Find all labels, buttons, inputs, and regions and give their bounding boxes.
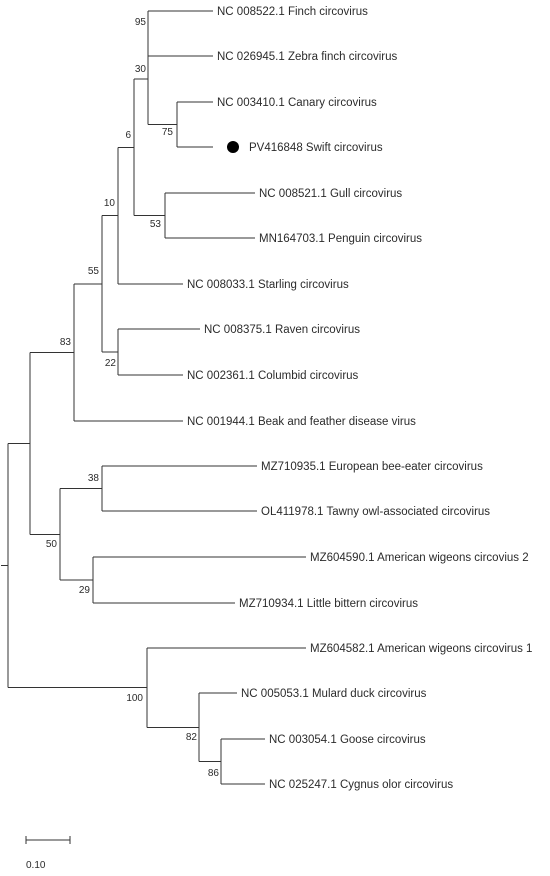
- leaf-label-cygnus: NC 025247.1 Cygnus olor circovirus: [269, 779, 453, 791]
- leaf-label-mulard-duck: NC 005053.1 Mulard duck circovirus: [241, 688, 427, 700]
- bootstrap-value: 86: [208, 768, 220, 779]
- bootstrap-value: 29: [79, 585, 91, 596]
- bootstrap-value: 30: [135, 64, 147, 75]
- bootstrap-value: 10: [104, 198, 116, 209]
- leaf-label-gull: NC 008521.1 Gull circovirus: [259, 188, 402, 200]
- leaf-label-swift: PV416848 Swift circovirus: [249, 142, 383, 154]
- bootstrap-value: 95: [135, 17, 147, 28]
- scale-bar: 0.10: [25, 836, 71, 871]
- leaf-label-wigeon-1: MZ604582.1 American wigeons circovirus 1: [310, 643, 532, 655]
- leaf-label-columbid: NC 002361.1 Columbid circovirus: [187, 370, 359, 382]
- leaf-label-bittern: MZ710934.1 Little bittern circovirus: [239, 598, 418, 610]
- leaf-label-goose: NC 003054.1 Goose circovirus: [269, 734, 426, 746]
- bootstrap-value: 50: [46, 539, 58, 550]
- leaf-label-bee-eater: MZ710935.1 European bee-eater circovirus: [261, 461, 483, 473]
- leaf-label-penguin: MN164703.1 Penguin circovirus: [259, 233, 422, 245]
- filled-circle-marker: [227, 141, 239, 153]
- leaf-label-wigeon-2: MZ604590.1 American wigeons circovius 2: [310, 552, 529, 564]
- bootstrap-value: 100: [126, 693, 143, 704]
- bootstrap-value: 82: [186, 732, 198, 743]
- bootstrap-values: 95 30 75 6 10 53 55 22 83 38 50 29 100 82 86: [46, 17, 220, 779]
- bootstrap-value: 75: [162, 127, 174, 138]
- scale-bar-label: 0.10: [26, 860, 46, 871]
- leaf-label-tawny-owl: OL411978.1 Tawny owl-associated circovir…: [261, 506, 490, 518]
- bootstrap-value: 38: [88, 473, 100, 484]
- leaf-label-canary: NC 003410.1 Canary circovirus: [217, 97, 377, 109]
- bootstrap-value: 55: [88, 266, 100, 277]
- leaf-labels: NC 008522.1 Finch circovirus NC 026945.1 …: [187, 6, 532, 791]
- leaf-label-bfdv: NC 001944.1 Beak and feather disease vir…: [187, 416, 416, 428]
- bootstrap-value: 6: [125, 130, 131, 141]
- leaf-label-starling: NC 008033.1 Starling circovirus: [187, 279, 349, 291]
- leaf-label-finch: NC 008522.1 Finch circovirus: [217, 6, 368, 18]
- bootstrap-value: 53: [150, 219, 162, 230]
- bootstrap-value: 83: [60, 337, 72, 348]
- leaf-label-zebra-finch: NC 026945.1 Zebra finch circovirus: [217, 51, 397, 63]
- leaf-label-raven: NC 008375.1 Raven circovirus: [204, 324, 360, 336]
- bootstrap-value: 22: [105, 358, 117, 369]
- tree-branches: [1, 10, 306, 785]
